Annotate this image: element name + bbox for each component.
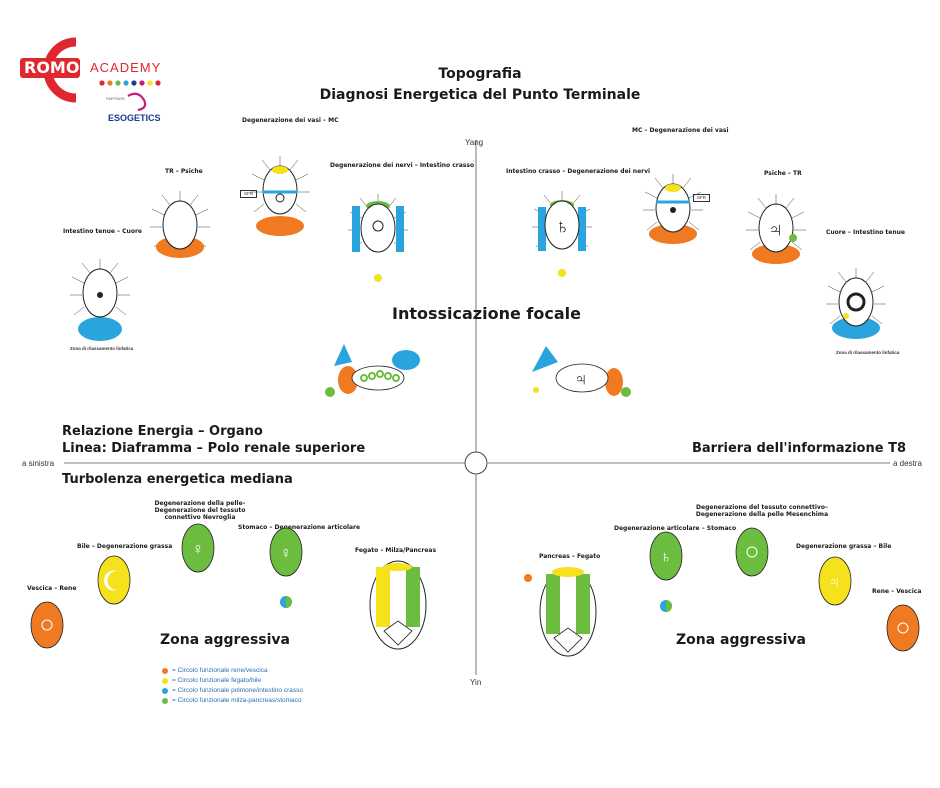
legend-text: = Circolo funzionale milza-pancreas/stom… (172, 697, 302, 704)
label-tl-1: TR – Psiche (165, 168, 203, 175)
label-tr-3: Cuore – Intestino tenue (826, 229, 905, 236)
heading-turbolenza: Turbolenza energetica mediana (62, 472, 293, 487)
svg-text:♀: ♀ (280, 545, 292, 562)
figure-br-grassa: ♃ (818, 556, 852, 606)
label-tr-0: Intestino crasso – Degenerazione dei ner… (506, 168, 651, 175)
label-bl-1: Bile – Degenerazione grassa (77, 543, 173, 550)
legend-text: = Circolo funzionale rene/vescica (172, 667, 268, 674)
figure-tr-crasso: ♄ (531, 190, 593, 277)
svg-text:♃: ♃ (559, 598, 576, 623)
figure-br-pancreas: ♃ (524, 567, 597, 657)
svg-text:♄: ♄ (660, 549, 672, 566)
figure-tl-nervi (347, 193, 409, 282)
sfr-box-left: SFR (240, 190, 257, 198)
figure-bl-stomaco: ♀ (269, 527, 303, 608)
figure-br-connettivo (735, 527, 769, 577)
legend-text: = Circolo funzionale polmone/intestino c… (172, 687, 303, 694)
label-br-3: Degenerazione grassa – Bile (796, 543, 892, 550)
logo-brand: ROMO (24, 58, 80, 77)
legend-item: = Circolo funzionale rene/vescica (162, 667, 303, 674)
label-tl-3: Degenerazione dei nervi – Intestino cras… (330, 162, 475, 169)
label-bl-4: Fegato – Milza/Pancreas (355, 547, 437, 554)
svg-text:♄: ♄ (555, 216, 570, 238)
legend-item: = Circolo funzionale fegato/bile (162, 677, 303, 684)
figure-tl-mc (249, 155, 311, 236)
legend-swatch (162, 677, 168, 684)
figure-tr-psiche: ♃ (745, 193, 807, 264)
axis-left: a sinistra (22, 459, 55, 468)
legend-swatch (162, 687, 168, 694)
legend-swatch (162, 697, 168, 704)
sfr-box-right: SFR (693, 194, 710, 202)
figure-br-articolare: ♄ (649, 531, 683, 612)
legend-item: = Circolo funzionale polmone/intestino c… (162, 687, 303, 694)
figure-tr-mc (642, 173, 704, 244)
figure-bl-fegato (369, 560, 427, 650)
legend: = Circolo funzionale rene/vescica = Circ… (162, 667, 303, 707)
figure-bl-pelle: ♀ (181, 523, 215, 573)
legend-text: = Circolo funzionale fegato/bile (172, 677, 262, 684)
heading-barriera: Barriera dell'informazione T8 (692, 441, 906, 456)
figure-head-right: ♃ (532, 346, 631, 397)
label-br-0: Pancreas – Fegato (539, 553, 601, 560)
label-tl-2: Degenerazione dei vasi – MC (242, 117, 339, 124)
label-tr-2: Psiche – TR (764, 170, 802, 177)
logo-mark (20, 37, 161, 112)
zona-lymph-left: Zona di rilassamento linfatica (70, 346, 134, 351)
axis-yin: Yin (470, 678, 482, 687)
svg-text:♃: ♃ (574, 369, 588, 389)
label-bl-2: Degenerazione della pelle– Degenerazione… (154, 500, 246, 521)
svg-text:♃: ♃ (828, 574, 840, 591)
title-sub: Diagnosi Energetica del Punto Terminale (319, 87, 641, 103)
logo-partner: PARTNER (106, 96, 125, 101)
figure-tl-psiche (149, 190, 211, 258)
figure-head-left (325, 344, 420, 397)
legend-swatch (162, 667, 168, 674)
svg-text:♃: ♃ (768, 219, 783, 241)
logo-academy: ACADEMY (90, 60, 162, 75)
label-br-1: Degenerazione articolare – Stomaco (614, 525, 737, 532)
logo: ROMO ACADEMY PARTNER ESOGETICS (20, 30, 180, 130)
label-br-4: Rene – Vescica (872, 588, 922, 595)
heading-zona-right: Zona aggressiva (676, 632, 806, 648)
title-main: Topografia (438, 66, 522, 82)
legend-item: = Circolo funzionale milza-pancreas/stom… (162, 697, 303, 704)
label-br-2: Degenerazione del tessuto connettivo– De… (695, 504, 829, 518)
label-tr-1: MC – Degenerazione dei vasi (632, 127, 729, 134)
figure-tl-cuore (69, 258, 131, 341)
zona-lymph-right: Zona di rilassamento linfatica (836, 350, 900, 355)
label-bl-0: Vescica – Rene (27, 585, 77, 592)
figure-bl-bile (97, 555, 131, 605)
axis-right: a destra (893, 459, 922, 468)
heading-linea: Linea: Diaframma – Polo renale superiore (62, 441, 366, 456)
heading-intossicazione: Intossicazione focale (392, 304, 581, 323)
svg-text:♀: ♀ (192, 541, 204, 558)
figure-tr-cuore (825, 267, 887, 339)
figure-br-rene (886, 604, 920, 652)
label-bl-3: Stomaco – Degenerazione articolare (238, 524, 361, 531)
figure-bl-vescica (30, 601, 64, 649)
heading-zona-left: Zona aggressiva (160, 632, 290, 648)
logo-esogetics: ESOGETICS (108, 113, 161, 123)
heading-relazione: Relazione Energia – Organo (62, 424, 263, 439)
label-tl-0: Intestino tenue – Cuore (63, 228, 142, 235)
axis-yang: Yang (465, 138, 484, 147)
